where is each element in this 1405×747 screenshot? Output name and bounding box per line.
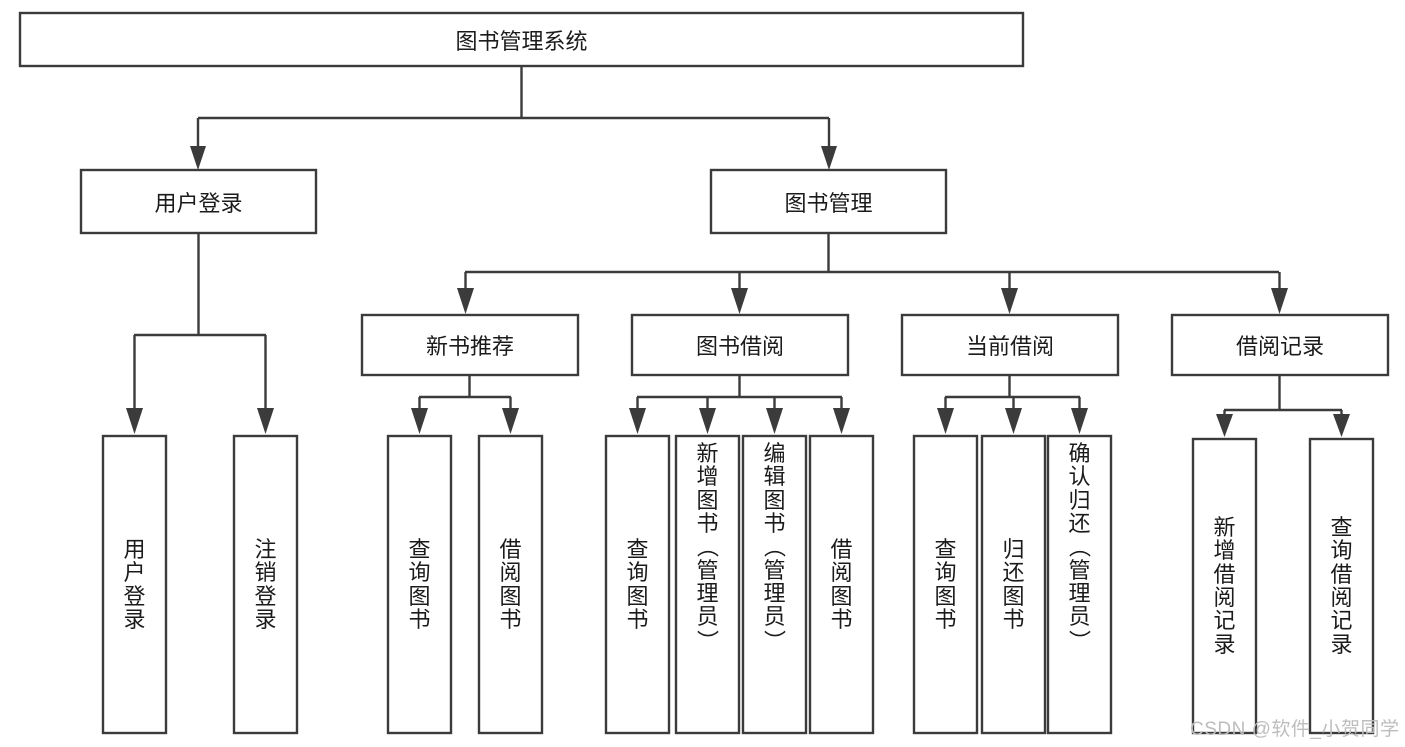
node-leaf-br-add-record-box[interactable] xyxy=(1191,437,1258,735)
node-leaf-bb-borrow-book-box[interactable] xyxy=(808,434,875,735)
node-root-box[interactable] xyxy=(18,11,1025,68)
node-leaf-br-query-record-box[interactable] xyxy=(1308,437,1375,735)
node-leaf-cb-confirm-return-box[interactable] xyxy=(1046,434,1113,735)
arrowhead-root-to-user-login xyxy=(190,146,206,170)
arrowhead-to-book-borrow xyxy=(731,288,748,314)
node-leaf-user-login-box[interactable] xyxy=(101,434,168,735)
arrowhead-new-book-leaf-2 xyxy=(502,408,519,434)
arrowhead-book-borrow-leaf-2 xyxy=(699,408,716,434)
arrowhead-new-book-leaf-1 xyxy=(411,408,428,434)
arrowhead-book-borrow-leaf-1 xyxy=(629,408,646,434)
node-leaf-nb-query-book-box[interactable] xyxy=(386,434,453,735)
node-book-borrow-box[interactable] xyxy=(630,313,850,377)
node-leaf-bb-query-book-box[interactable] xyxy=(604,434,671,735)
arrowhead-borrow-record-leaf-2 xyxy=(1333,414,1350,437)
arrowhead-to-current-borrow xyxy=(1001,288,1018,314)
arrowhead-to-borrow-record xyxy=(1271,288,1288,314)
node-book-manage-box[interactable] xyxy=(709,168,948,235)
node-user-login-box[interactable] xyxy=(79,168,318,235)
arrowhead-user-login-leaf-2 xyxy=(257,408,274,434)
node-leaf-bb-add-book-box[interactable] xyxy=(674,434,741,735)
node-leaf-bb-edit-book-box[interactable] xyxy=(741,434,808,735)
arrowhead-current-borrow-leaf-1 xyxy=(937,408,954,434)
node-borrow-record-box[interactable] xyxy=(1170,313,1390,377)
arrowhead-to-new-book-recommend xyxy=(457,288,474,314)
arrowhead-root-to-book-manage xyxy=(821,146,837,170)
arrowhead-book-borrow-leaf-4 xyxy=(833,408,850,434)
node-current-borrow-box[interactable] xyxy=(900,313,1120,377)
arrowhead-current-borrow-leaf-3 xyxy=(1071,408,1088,434)
arrowhead-book-borrow-leaf-3 xyxy=(766,408,783,434)
node-new-book-recommend-box[interactable] xyxy=(360,313,580,377)
node-leaf-cb-return-book-box[interactable] xyxy=(980,434,1047,735)
node-leaf-logout-box[interactable] xyxy=(232,434,299,735)
arrowhead-current-borrow-leaf-2 xyxy=(1005,408,1022,434)
arrowhead-user-login-leaf-1 xyxy=(126,408,143,434)
node-leaf-nb-borrow-book-box[interactable] xyxy=(477,434,544,735)
node-leaf-cb-query-book-box[interactable] xyxy=(912,434,979,735)
arrowhead-borrow-record-leaf-1 xyxy=(1216,414,1233,437)
